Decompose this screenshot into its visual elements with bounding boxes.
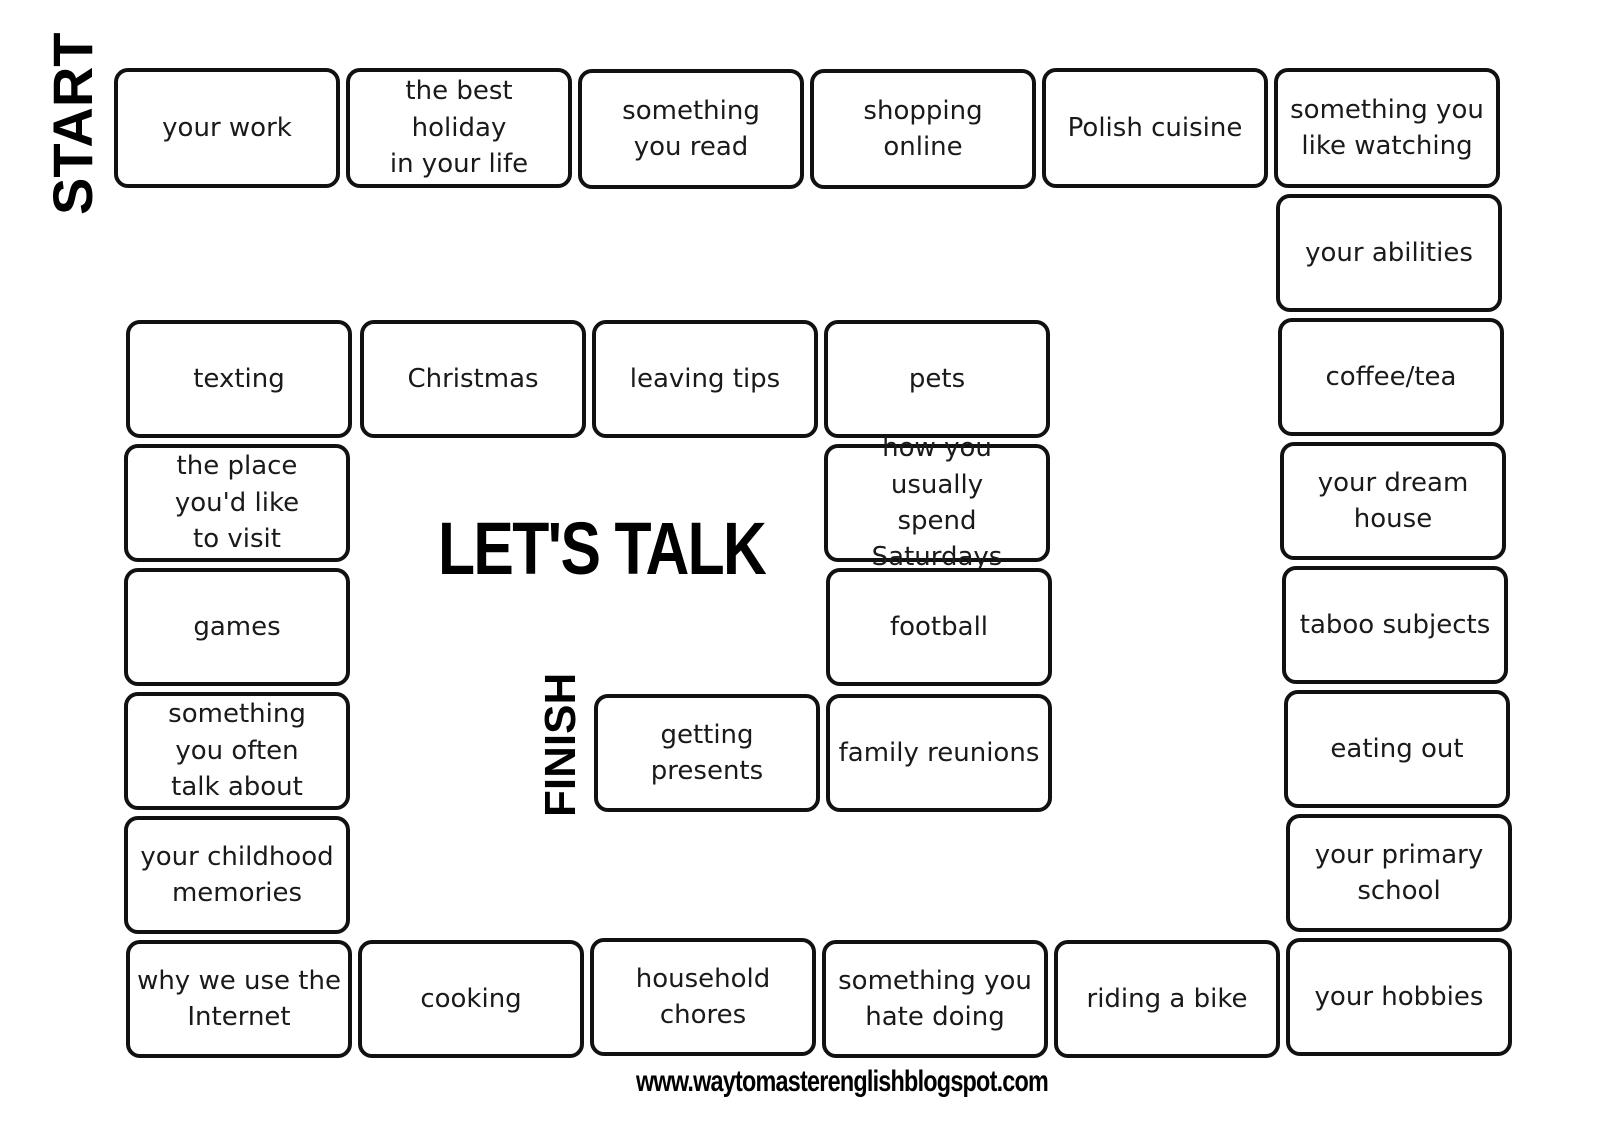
- board-cell: Polish cuisine: [1042, 68, 1268, 188]
- board-cell: your hobbies: [1286, 938, 1512, 1056]
- board-cell: pets: [824, 320, 1050, 438]
- board-cell: Christmas: [360, 320, 586, 438]
- board-cell: family reunions: [826, 694, 1052, 812]
- board-cell: household chores: [590, 938, 816, 1056]
- finish-label: FINISH: [536, 672, 585, 817]
- board-cell: the place you'd like to visit: [124, 444, 350, 562]
- board-cell: getting presents: [594, 694, 820, 812]
- board-cell: eating out: [1284, 690, 1510, 808]
- board-cell: texting: [126, 320, 352, 438]
- board-cell: taboo subjects: [1282, 566, 1508, 684]
- board-cell: your primary school: [1286, 814, 1512, 932]
- board-cell: riding a bike: [1054, 940, 1280, 1058]
- website-url: www.waytomasterenglishblogspot.com: [636, 1065, 1049, 1098]
- board-cell: cooking: [358, 940, 584, 1058]
- board-cell: something you hate doing: [822, 940, 1048, 1058]
- board-cell: football: [826, 568, 1052, 686]
- board-cell: how you usually spend Saturdays: [824, 433, 1050, 572]
- board-cell: your abilities: [1276, 194, 1502, 312]
- board-cell: your childhood memories: [124, 816, 350, 934]
- board-cell: the best holiday in your life: [346, 68, 572, 188]
- board-cell: your dream house: [1280, 442, 1506, 560]
- board-cell: something you often talk about: [124, 692, 350, 810]
- board-cell: something you read: [578, 69, 804, 189]
- board-cell: shopping online: [810, 69, 1036, 189]
- board-title: LET'S TALK: [438, 507, 767, 590]
- board-cell: leaving tips: [592, 320, 818, 438]
- start-label: START: [41, 32, 104, 216]
- board-cell: something you like watching: [1274, 68, 1500, 188]
- board-cell: coffee/tea: [1278, 318, 1504, 436]
- board-cell: games: [124, 568, 350, 686]
- board-cell: why we use the Internet: [126, 940, 352, 1058]
- board-cell: your work: [114, 68, 340, 188]
